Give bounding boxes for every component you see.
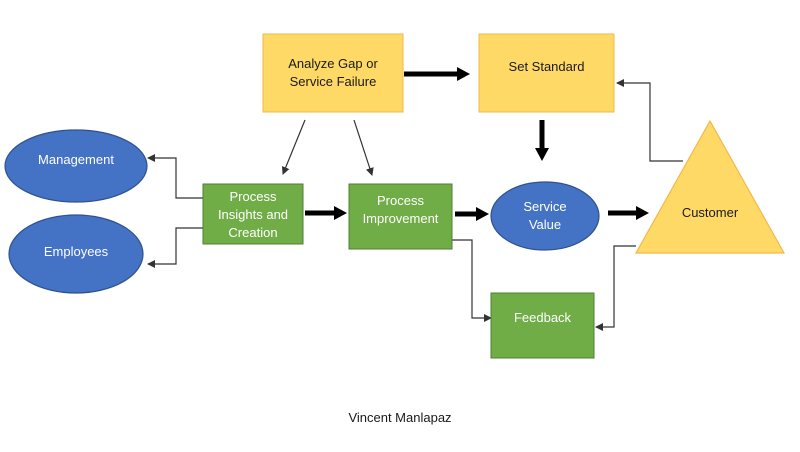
thick-arrow-improvement-to-service-value — [455, 207, 489, 221]
connector-insights-to-employees — [147, 227, 203, 268]
connector-analyze-to-insights — [281, 119, 306, 175]
author-credit: Vincent Manlapaz — [348, 410, 452, 425]
thick-arrow-analyze-to-set-standard — [404, 67, 470, 81]
process-improvement-box — [348, 183, 453, 250]
thick-arrow-service-value-to-customer — [608, 206, 649, 220]
feedback-box — [490, 292, 595, 359]
service-value-ellipse — [490, 181, 600, 251]
connector-insights-to-management — [147, 154, 203, 199]
thick-arrow-insights-to-improvement — [305, 206, 347, 220]
thick-arrow-set-standard-to-service-value — [535, 120, 549, 161]
management-ellipse — [4, 129, 148, 203]
connector-customer-to-set-standard — [616, 79, 683, 162]
customer-triangle — [634, 119, 786, 254]
employees-ellipse — [8, 214, 144, 294]
analyze-gap-box — [262, 33, 404, 113]
connector-customer-to-feedback — [595, 245, 636, 331]
set-standard-box — [478, 33, 615, 113]
connector-improvement-to-feedback — [452, 239, 492, 322]
connector-analyze-to-improvement — [353, 119, 374, 176]
process-insights-box — [202, 183, 304, 245]
